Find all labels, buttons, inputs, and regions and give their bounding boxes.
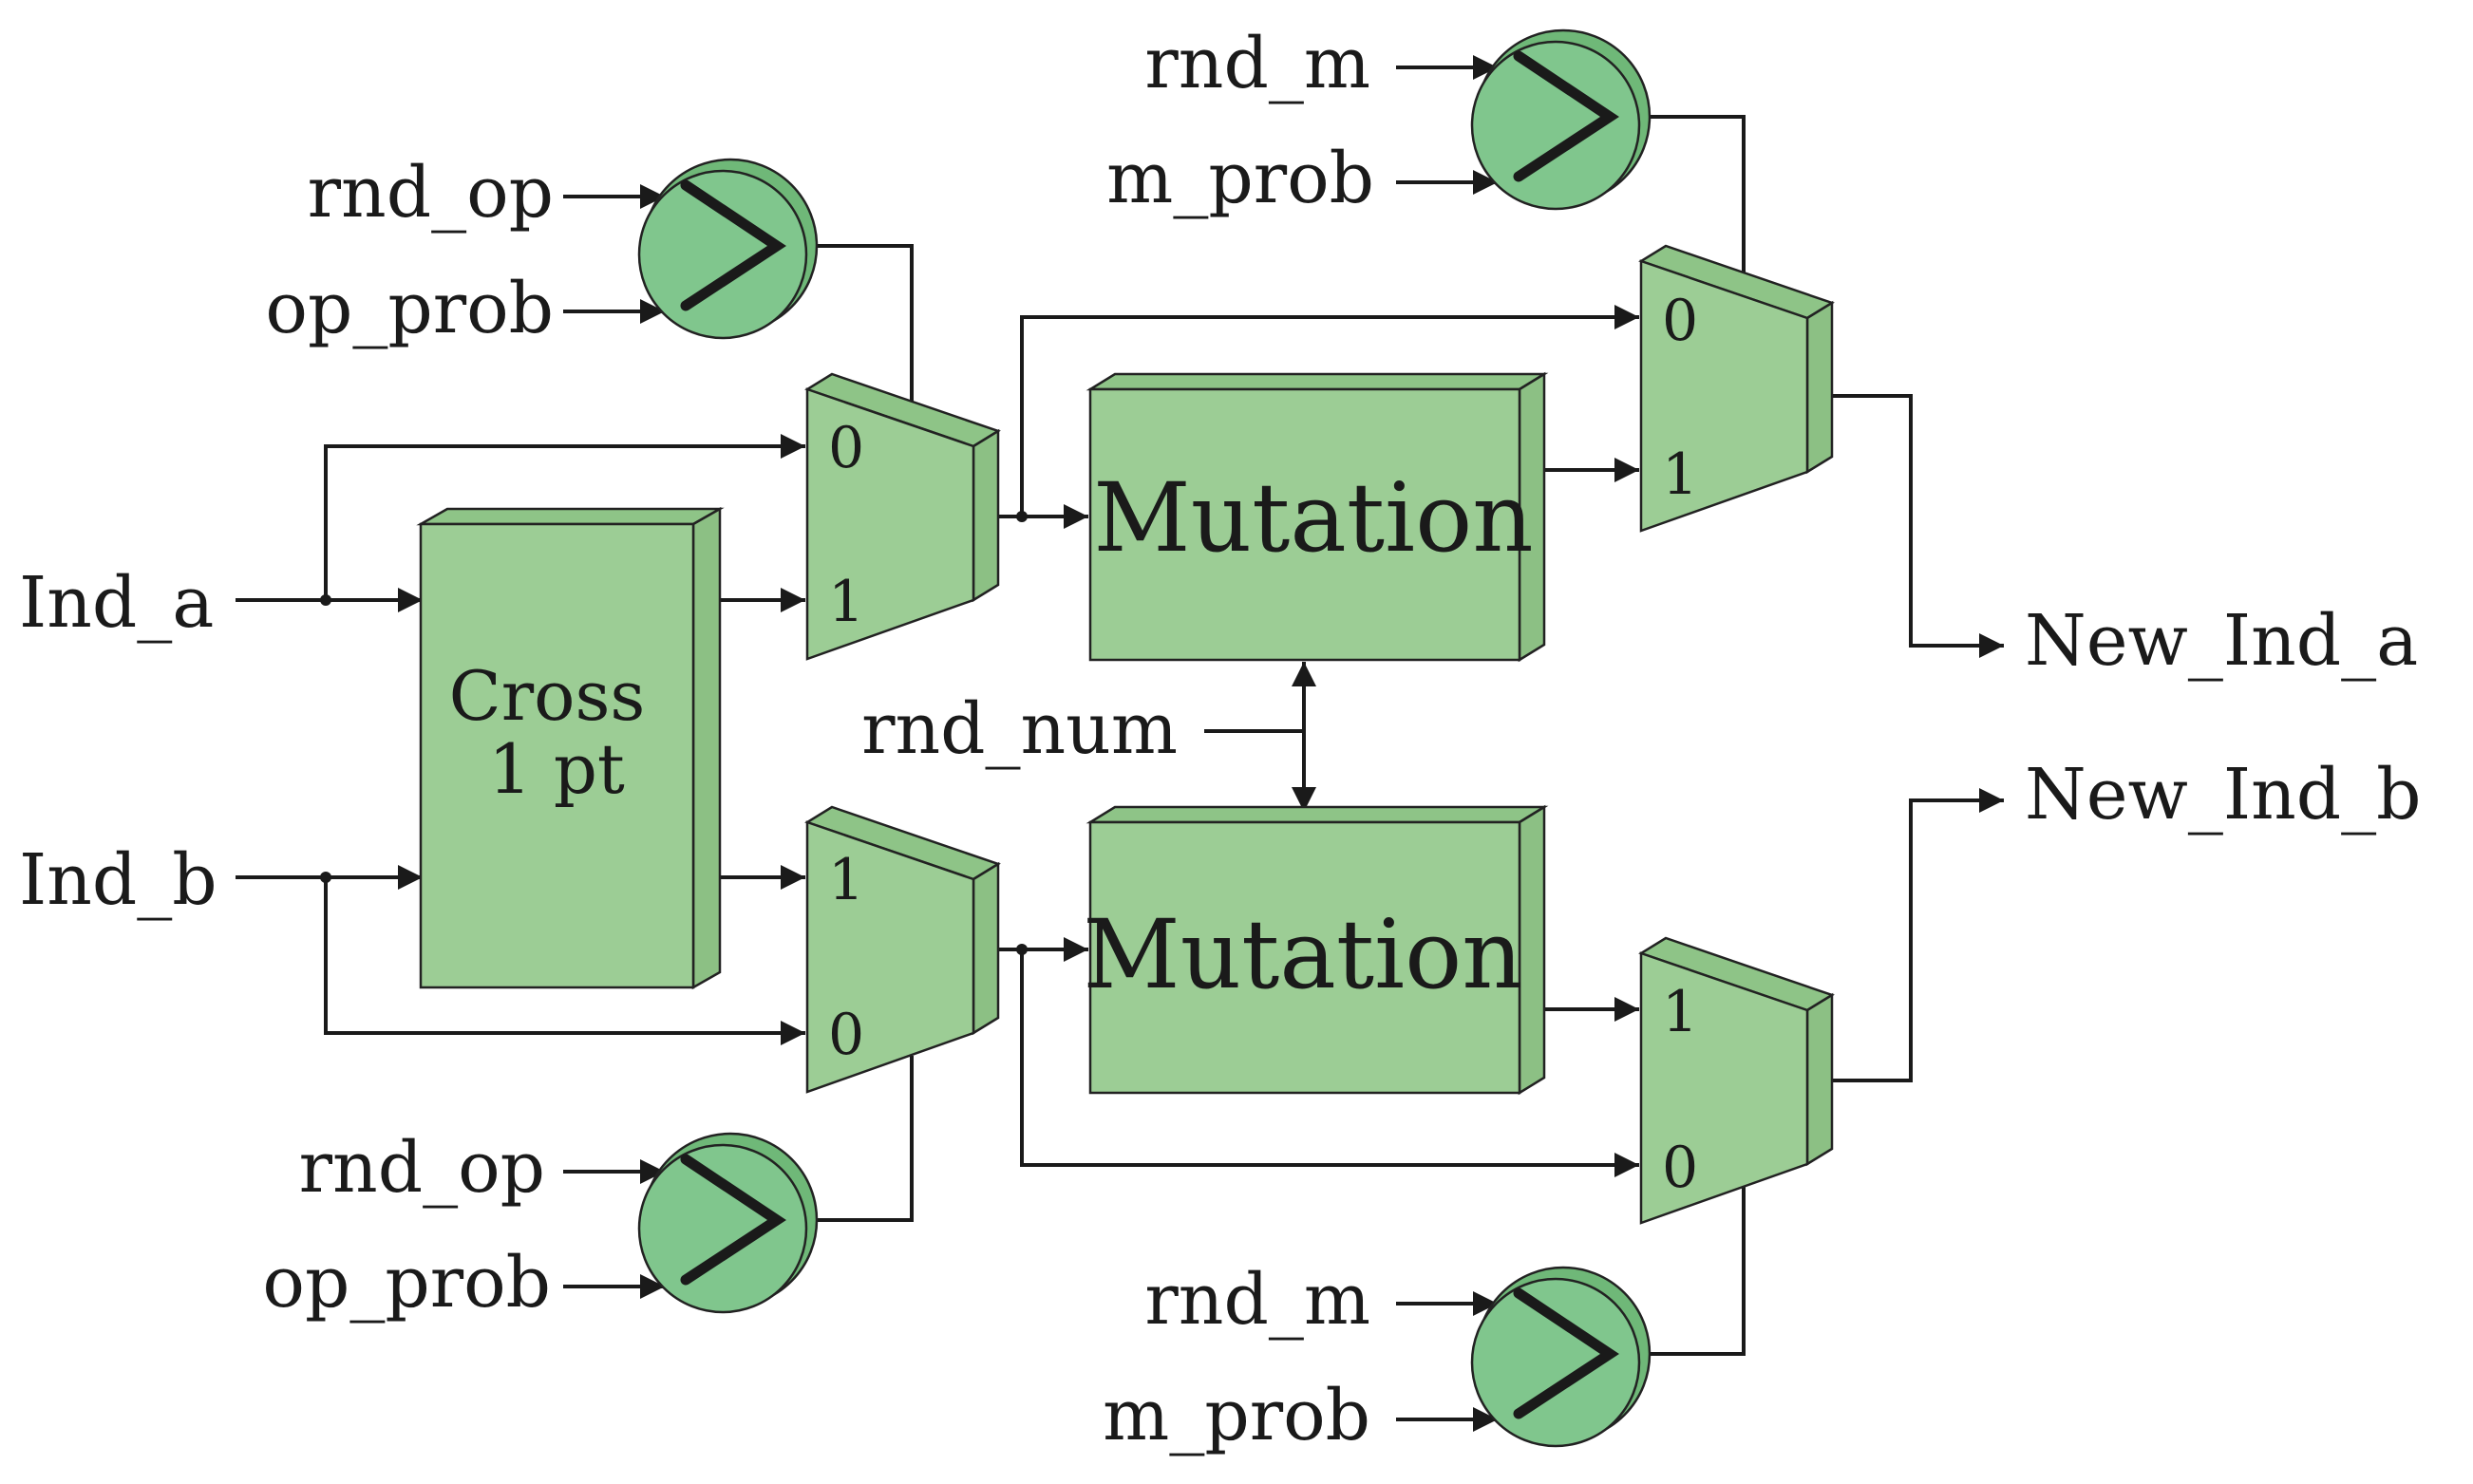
label-rnd-op-top: rnd_op: [308, 152, 554, 234]
label-op-prob-top: op_prob: [265, 268, 554, 349]
mux-m-bottom-port-1: 1: [1662, 979, 1698, 1045]
junction-dot: [1016, 511, 1028, 522]
mutation-block-top: Mutation: [1085, 371, 1549, 663]
input-ind-b: Ind_b: [19, 839, 217, 921]
wire-to-new-ind-a: [1816, 394, 2004, 658]
output-new-ind-a: New_Ind_a: [2025, 600, 2418, 682]
mutation-block-bottom: Mutation: [1083, 804, 1549, 1096]
mux-m-bottom-port-0: 0: [1662, 1135, 1698, 1201]
mux-op-top-port-1: 1: [828, 569, 864, 635]
input-ind-a: Ind_a: [19, 562, 214, 644]
mux-m-bottom: 1 0: [1638, 936, 1835, 1225]
wire-cmp-op-bottom-select: [812, 1056, 914, 1222]
mux-op-bottom-port-1: 1: [828, 847, 864, 913]
mutation-bottom-label: Mutation: [1083, 899, 1522, 1010]
greater-than-icon: [680, 1154, 786, 1286]
mux-m-top-port-0: 0: [1662, 288, 1698, 354]
crossover-block: Cross 1 pt: [416, 506, 725, 990]
crossover-label-line2: 1 pt: [488, 729, 625, 809]
comparator-m-bottom: [1470, 1266, 1652, 1448]
mux-m-top: 0 1: [1638, 244, 1835, 533]
wire-cmp-m-bottom-select: [1645, 1187, 1746, 1356]
junction-dot: [1016, 944, 1028, 955]
wire-ind-b-to-mux-bottom: [324, 877, 805, 1045]
label-rnd-m-top: rnd_m: [1144, 23, 1370, 104]
wire-ind-a-to-mux-top: [324, 434, 805, 600]
wire-cmp-op-top-select: [812, 244, 914, 413]
mux-op-top-port-0: 0: [828, 415, 864, 481]
mux-op-top: 0 1: [804, 372, 1001, 661]
wires: [236, 55, 2004, 1432]
mux-m-top-port-1: 1: [1662, 441, 1698, 508]
comparator-op-bottom: [637, 1132, 819, 1314]
crossover-label-line1: Cross: [449, 656, 646, 736]
mux-op-bottom: 1 0: [804, 805, 1001, 1094]
junction-dot: [320, 872, 331, 883]
wire-mux-bottom-bypass: [1020, 949, 1639, 1177]
greater-than-icon: [680, 179, 786, 311]
comparator-m-top: [1470, 28, 1652, 211]
greater-than-icon: [1513, 1287, 1619, 1419]
wire-cmp-m-top-select: [1645, 115, 1746, 287]
input-rnd-num: rnd_num: [861, 688, 1178, 770]
label-op-prob-bottom: op_prob: [262, 1242, 551, 1324]
label-m-prob-bottom: m_prob: [1103, 1375, 1370, 1456]
mutation-top-label: Mutation: [1093, 462, 1533, 573]
labels: Ind_a Ind_b rnd_num rnd_op op_prob rnd_o…: [19, 23, 2422, 1456]
label-m-prob-top: m_prob: [1106, 138, 1374, 219]
label-rnd-op-bottom: rnd_op: [299, 1127, 545, 1209]
mux-op-bottom-port-0: 0: [828, 1002, 864, 1068]
output-new-ind-b: New_Ind_b: [2025, 754, 2422, 836]
comparator-op-top: [637, 158, 819, 340]
greater-than-icon: [1513, 50, 1619, 182]
wire-to-new-ind-b: [1816, 788, 2004, 1082]
label-rnd-m-bottom: rnd_m: [1144, 1259, 1370, 1341]
wire-mux-top-bypass: [1020, 305, 1639, 517]
junction-dot: [320, 594, 331, 606]
